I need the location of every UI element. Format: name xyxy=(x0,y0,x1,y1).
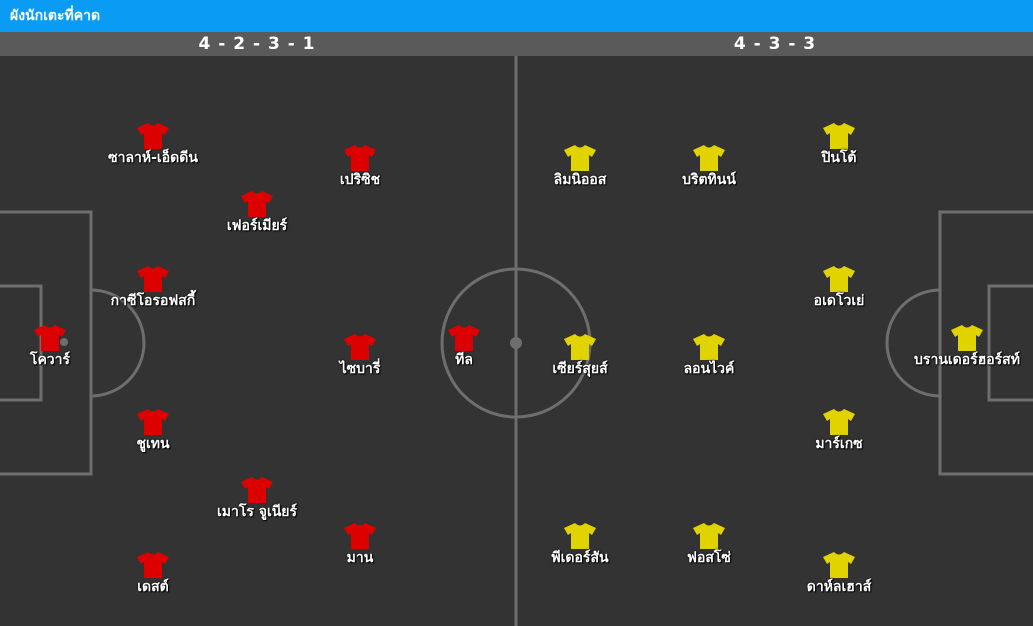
yellow-shirt-icon xyxy=(823,266,855,292)
player-name: บริตทินน์ xyxy=(682,172,736,188)
home-player[interactable]: ไซบารี่ xyxy=(270,333,450,380)
home-player[interactable]: เดสต์ xyxy=(63,551,243,598)
home-player[interactable]: ชูเทน xyxy=(63,408,243,455)
home-player[interactable]: เฟอร์เมียร์ xyxy=(167,190,347,237)
away-player[interactable]: บรานเดอร์ฮอร์สท์ xyxy=(877,324,1033,371)
player-name: มาร์เกซ xyxy=(815,436,863,452)
player-name: ลิมนิออส xyxy=(553,172,607,188)
home-player[interactable]: กาซีโอรอฟสกี้ xyxy=(63,265,243,312)
home-player[interactable]: ทีล xyxy=(374,324,554,371)
yellow-shirt-icon xyxy=(564,523,596,549)
player-name: เฟอร์เมียร์ xyxy=(226,218,288,234)
yellow-shirt-icon xyxy=(693,334,725,360)
player-name: ไซบารี่ xyxy=(339,361,381,377)
left-penalty-spot xyxy=(60,338,68,346)
home-player[interactable]: เปริซิช xyxy=(270,144,450,191)
away-player[interactable]: ฟอสโซ่ xyxy=(619,522,799,569)
away-formation: 4 - 3 - 3 xyxy=(733,34,817,54)
yellow-shirt-icon xyxy=(823,552,855,578)
yellow-shirt-icon xyxy=(823,123,855,149)
player-name: ทีล xyxy=(455,352,473,368)
right-penalty-area xyxy=(938,210,1033,476)
red-shirt-icon xyxy=(137,409,169,435)
player-name: โควาร์ xyxy=(29,352,71,368)
yellow-shirt-icon xyxy=(693,523,725,549)
home-formation: 4 - 2 - 3 - 1 xyxy=(198,34,316,54)
home-player[interactable]: มาน xyxy=(270,522,450,569)
red-shirt-icon xyxy=(34,325,66,351)
player-name: กาซีโอรอฟสกี้ xyxy=(110,293,196,309)
player-name: บรานเดอร์ฮอร์สท์ xyxy=(914,352,1020,368)
yellow-shirt-icon xyxy=(564,145,596,171)
player-name: ฟอสโซ่ xyxy=(687,550,731,566)
player-name: เดสต์ xyxy=(137,579,169,595)
away-player[interactable]: มาร์เกซ xyxy=(749,408,929,455)
player-name: ปินโต้ xyxy=(821,150,857,166)
away-player[interactable]: ปินโต้ xyxy=(749,122,929,169)
red-shirt-icon xyxy=(344,334,376,360)
away-player[interactable]: ลิมนิออส xyxy=(490,144,670,191)
right-goal-area xyxy=(987,284,1033,402)
center-spot xyxy=(510,337,522,349)
away-player[interactable]: พีเดอร์สัน xyxy=(490,522,670,569)
player-name: พีเดอร์สัน xyxy=(551,550,609,566)
player-name: อเดโวเย่ xyxy=(813,293,865,309)
left-penalty-area xyxy=(0,210,93,476)
page-title: ผังนักเตะที่คาด xyxy=(0,0,1033,32)
home-player[interactable]: โควาร์ xyxy=(0,324,140,371)
red-shirt-icon xyxy=(137,123,169,149)
red-shirt-icon xyxy=(448,325,480,351)
left-penalty-arc xyxy=(90,288,146,398)
home-player[interactable]: ซาลาห์-เอ็ดดีน xyxy=(63,122,243,169)
player-name: เมาโร จูเนียร์ xyxy=(216,504,298,520)
away-player[interactable]: อเดโวเย่ xyxy=(749,265,929,312)
red-shirt-icon xyxy=(241,191,273,217)
red-shirt-icon xyxy=(137,266,169,292)
player-name: มาน xyxy=(346,550,374,566)
home-player[interactable]: เมาโร จูเนียร์ xyxy=(167,476,347,523)
red-shirt-icon xyxy=(344,523,376,549)
yellow-shirt-icon xyxy=(951,325,983,351)
yellow-shirt-icon xyxy=(564,334,596,360)
player-name: ลอนไวค์ xyxy=(683,361,735,377)
player-name: เซียร์สุยส์ xyxy=(552,361,608,377)
yellow-shirt-icon xyxy=(693,145,725,171)
football-pitch xyxy=(0,56,1033,626)
away-player[interactable]: ลอนไวค์ xyxy=(619,333,799,380)
away-player[interactable]: ดาห์ลเฮาส์ xyxy=(749,551,929,598)
right-penalty-arc xyxy=(885,288,941,398)
red-shirt-icon xyxy=(241,477,273,503)
formation-bar: 4 - 2 - 3 - 1 4 - 3 - 3 xyxy=(0,32,1033,56)
player-name: เปริซิช xyxy=(339,172,381,188)
player-name: ชูเทน xyxy=(136,436,170,452)
away-player[interactable]: บริตทินน์ xyxy=(619,144,799,191)
player-name: ดาห์ลเฮาส์ xyxy=(806,579,872,595)
player-name: ซาลาห์-เอ็ดดีน xyxy=(108,150,198,166)
red-shirt-icon xyxy=(344,145,376,171)
red-shirt-icon xyxy=(137,552,169,578)
away-player[interactable]: เซียร์สุยส์ xyxy=(490,333,670,380)
yellow-shirt-icon xyxy=(823,409,855,435)
